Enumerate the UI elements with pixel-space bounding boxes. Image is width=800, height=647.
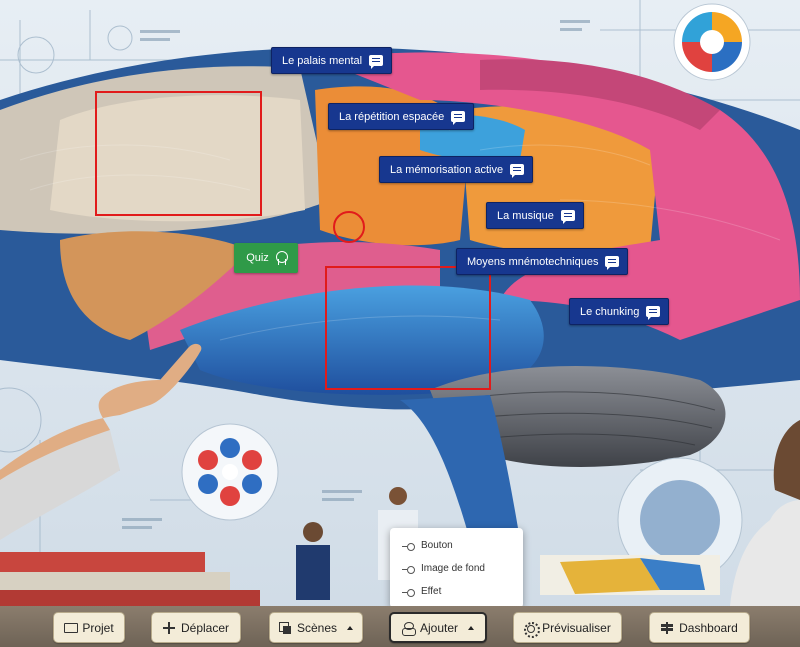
hotspot-palais-mental[interactable]: Le palais mental (271, 47, 393, 74)
move-icon (162, 621, 175, 634)
ajouter-dropdown-menu: Bouton Image de fond Effet (390, 528, 523, 608)
scenes-button[interactable]: Scènes (269, 612, 363, 643)
shapes-icon (401, 621, 416, 636)
plug-icon (402, 542, 415, 551)
hotspot-label: La répétition espacée (339, 110, 445, 123)
deplacer-label: Déplacer (180, 620, 230, 635)
hotspot-moyens-mnemotechniques[interactable]: Moyens mnémotechniques (456, 248, 629, 275)
menu-item-label: Image de fond (421, 563, 485, 574)
ajouter-button[interactable]: Ajouter (389, 612, 487, 643)
hotspot-musique[interactable]: La musique (486, 202, 584, 229)
comment-icon (646, 306, 661, 320)
medal-icon (275, 251, 288, 265)
quiz-label: Quiz (246, 252, 269, 264)
previsualiser-label: Prévisualiser (542, 620, 611, 635)
scenes-label: Scènes (296, 620, 338, 635)
projet-button[interactable]: Projet (53, 612, 125, 643)
hotspot-zone-parietal[interactable] (95, 91, 262, 216)
deplacer-button[interactable]: Déplacer (151, 612, 241, 643)
hotspot-zone-temporal[interactable] (325, 266, 491, 390)
hotspot-label: Le chunking (580, 305, 640, 318)
comment-icon (605, 256, 620, 270)
signpost-icon (661, 621, 674, 634)
hotspot-label: La musique (497, 209, 554, 222)
menu-item-label: Effet (421, 586, 442, 597)
caret-up-icon (347, 625, 354, 630)
previsualiser-button[interactable]: Prévisualiser (513, 612, 622, 643)
dashboard-button[interactable]: Dashboard (649, 612, 750, 643)
hotspot-label: Moyens mnémotechniques (467, 255, 599, 268)
menu-item-effet[interactable]: Effet (390, 580, 523, 603)
layers-icon (278, 621, 291, 634)
hotspot-label: La mémorisation active (390, 163, 504, 176)
hotspot-label: Le palais mental (282, 54, 363, 67)
hotspot-zone-circle[interactable] (333, 211, 365, 243)
quiz-button[interactable]: Quiz (234, 243, 298, 273)
hotspot-memorisation-active[interactable]: La mémorisation active (379, 156, 534, 183)
comment-icon (451, 111, 466, 125)
ajouter-label: Ajouter (419, 620, 459, 635)
menu-item-bouton[interactable]: Bouton (390, 534, 523, 557)
comment-icon (510, 164, 525, 178)
plug-icon (402, 588, 415, 597)
hotspot-repetition-espacee[interactable]: La répétition espacée (328, 103, 475, 130)
menu-item-image-de-fond[interactable]: Image de fond (390, 557, 523, 580)
gear-icon (524, 621, 541, 638)
comment-icon (369, 55, 384, 69)
comment-icon (560, 210, 575, 224)
hotspot-chunking[interactable]: Le chunking (569, 298, 670, 325)
projet-label: Projet (82, 620, 114, 635)
menu-item-label: Bouton (421, 540, 453, 551)
monitor-icon (64, 622, 79, 634)
plug-icon (402, 565, 415, 574)
dashboard-label: Dashboard (679, 620, 738, 635)
caret-up-icon (468, 625, 475, 630)
